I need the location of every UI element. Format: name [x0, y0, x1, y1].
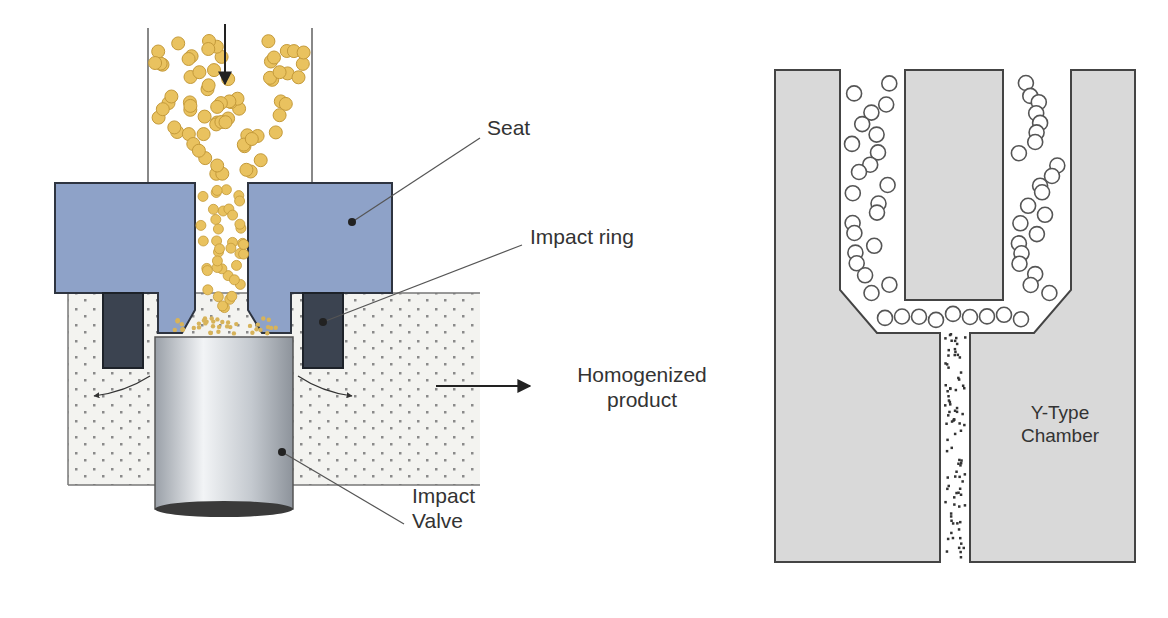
part-label: Impact Valve	[412, 483, 490, 533]
impact-ring	[103, 293, 143, 368]
part-label: Seat	[487, 115, 530, 140]
flow-arrow	[94, 376, 150, 396]
flow-arrow	[298, 376, 352, 396]
leader-line	[352, 138, 480, 222]
pipe-wall	[147, 28, 149, 183]
outflow-arrow	[436, 385, 530, 387]
chamber-bg	[775, 70, 1135, 562]
pipe-wall	[311, 28, 313, 183]
part-label: Impact ring	[530, 224, 634, 249]
chamber-label: Y-Type Chamber	[1000, 402, 1120, 448]
valve-end	[155, 501, 293, 517]
gap-particles	[173, 185, 278, 336]
leader-line	[323, 245, 522, 322]
chamber-core	[905, 70, 1003, 300]
part-label: Homogenized product	[552, 362, 732, 412]
chamber-wall	[970, 70, 1135, 562]
impact-ring	[303, 293, 343, 368]
inflow-arrow	[224, 24, 226, 84]
leader-line	[282, 452, 404, 524]
impact-valve	[155, 337, 293, 509]
particles	[149, 35, 311, 181]
chamber-particles	[845, 76, 1065, 559]
